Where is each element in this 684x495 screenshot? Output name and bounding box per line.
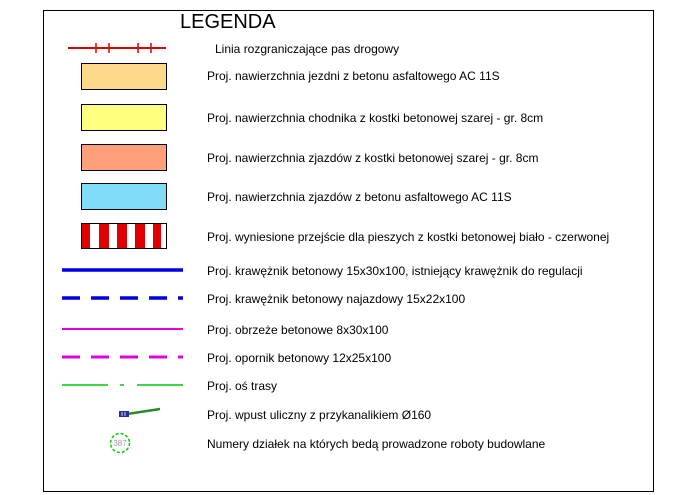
driveway-asphalt-swatch — [81, 183, 167, 210]
curb-line-symbol — [62, 268, 183, 272]
edging-line-symbol — [62, 328, 183, 330]
legend-label-asphalt-road: Proj. nawierzchnia jezdni z betonu asfal… — [207, 69, 500, 83]
retaining-curb-symbol — [62, 355, 183, 359]
legend-label-pedestrian-crossing: Proj. wyniesione przejście dla pieszych … — [207, 230, 610, 244]
parcel-number-text: 387 — [113, 439, 127, 448]
legend-label-boundary: Linia rozgraniczające pas drogowy — [215, 42, 400, 56]
legend-title: LEGENDA — [180, 11, 276, 33]
sidewalk-swatch — [81, 104, 167, 131]
parcel-number-symbol: 387 — [109, 432, 131, 454]
legend-label-curb: Proj. krawężnik betonowy 15x30x100, istn… — [207, 264, 583, 278]
legend-label-driveway-asphalt: Proj. nawierzchnia zjazdów z betonu asfa… — [207, 190, 512, 204]
driveway-paving-swatch — [81, 144, 167, 171]
legend-label-driveway-paving: Proj. nawierzchnia zjazdów z kostki beto… — [207, 151, 539, 165]
route-axis-symbol — [62, 384, 183, 386]
legend-label-retaining-curb: Proj. opornik betonowy 12x25x100 — [207, 351, 392, 365]
legend-label-edging: Proj. obrzeże betonowe 8x30x100 — [207, 323, 389, 337]
legend-label-route-axis: Proj. oś trasy — [207, 379, 278, 393]
pedestrian-crossing-symbol — [81, 223, 167, 249]
legend-label-street-inlet: Proj. wpust uliczny z przykanalikiem Ø16… — [207, 408, 432, 422]
asphalt-road-swatch — [81, 63, 167, 90]
inlet-connection-line — [126, 407, 161, 416]
legend-label-sidewalk: Proj. nawierzchnia chodnika z kostki bet… — [207, 111, 544, 125]
driveover-curb-symbol — [62, 296, 183, 300]
legend-label-driveover-curb: Proj. krawężnik betonowy najazdowy 15x22… — [207, 292, 466, 306]
inlet-grate — [119, 411, 129, 417]
legend-label-parcel-numbers: Numery działek na których bedą prowadzon… — [207, 437, 546, 451]
boundary-line-symbol — [68, 43, 166, 53]
street-inlet-symbol — [119, 407, 161, 417]
